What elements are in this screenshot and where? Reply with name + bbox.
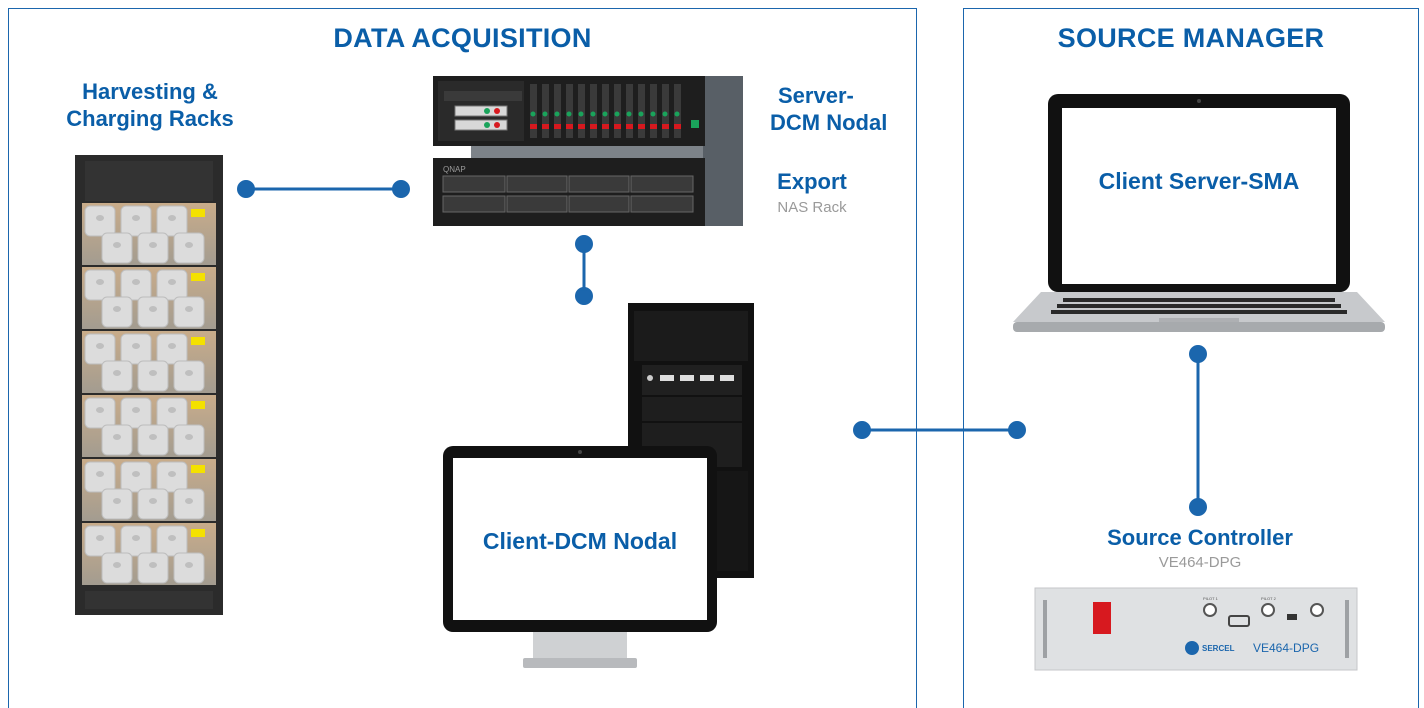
laptop-image <box>1013 94 1385 332</box>
server-nas-stack-image: QNAP <box>433 76 743 226</box>
panel-title-source-manager: SOURCE MANAGER <box>1057 23 1325 53</box>
nas-brand-text: QNAP <box>443 165 466 174</box>
data-acquisition-panel: DATA ACQUISITION <box>8 8 917 708</box>
pilot2-label: PILOT 2 <box>1261 596 1277 601</box>
source-controller-image: PILOT 1 PILOT 2 SERCEL VE464-DPG <box>1034 587 1358 671</box>
controller-panel-text: VE464-DPG <box>1253 641 1319 655</box>
charging-rack-image <box>75 155 223 615</box>
client-dcm-label: Client-DCM Nodal <box>482 528 678 554</box>
source-controller-label: Source Controller <box>1107 525 1293 550</box>
pilot1-label: PILOT 1 <box>1203 596 1219 601</box>
source-controller-sublabel: VE464-DPG <box>1158 554 1242 571</box>
export-label: Export <box>777 169 847 194</box>
desktop-monitor-image <box>443 446 717 668</box>
racks-label: Harvesting & Charging Racks <box>66 79 234 131</box>
server-label: Server- DCM Nodal <box>770 83 888 135</box>
source-manager-panel: SOURCE MANAGER <box>963 8 1419 708</box>
sercel-brand: SERCEL <box>1202 644 1235 653</box>
panel-title-data-acquisition: DATA ACQUISITION <box>333 23 592 53</box>
export-sublabel: NAS Rack <box>777 199 847 216</box>
client-sma-label: Client Server-SMA <box>1098 168 1300 194</box>
